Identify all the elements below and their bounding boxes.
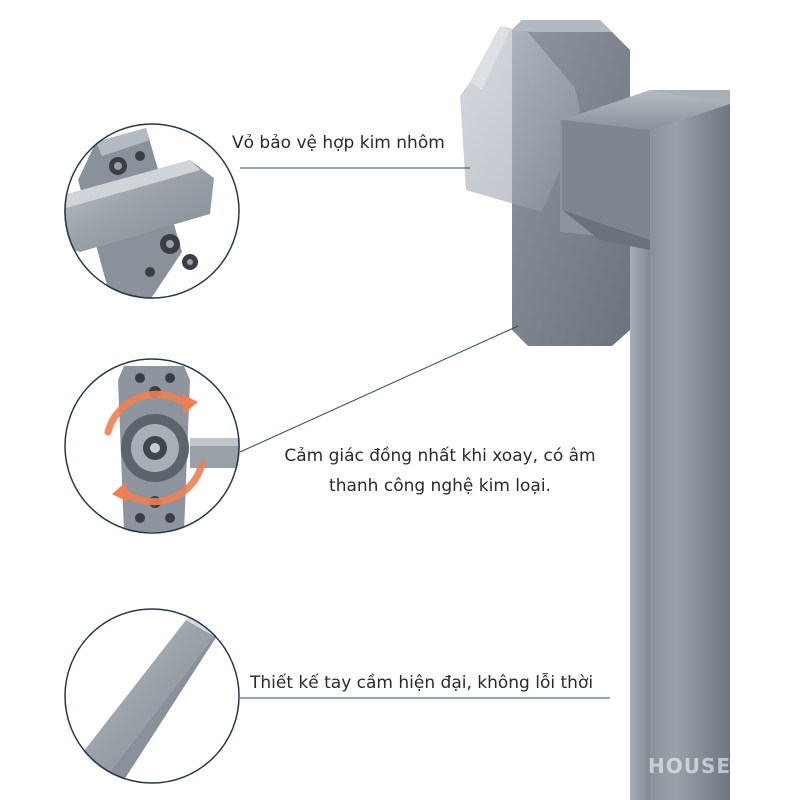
detail-circle-modern-design	[64, 608, 240, 784]
rotation-arrows-icon	[104, 390, 206, 506]
brand-watermark: HOUSE	[648, 754, 732, 778]
window-handle	[460, 20, 730, 800]
detail-circle-rotation-mechanism	[64, 358, 240, 534]
handle-grip-head	[562, 90, 730, 130]
feature-label-rotation-feel: Cảm giác đồng nhất khi xoay, có âm thanh…	[284, 446, 596, 496]
feature-label-modern-design: Thiết kế tay cầm hiện đại, không lỗi thờ…	[250, 673, 594, 693]
handle-lever-bar	[630, 100, 730, 800]
connector-line-2	[239, 325, 519, 453]
detail-circle-aluminum-cover	[64, 123, 240, 299]
feature-label-aluminum-cover: Vỏ bảo vệ hợp kim nhôm	[232, 133, 445, 153]
connector-lines	[239, 167, 610, 699]
